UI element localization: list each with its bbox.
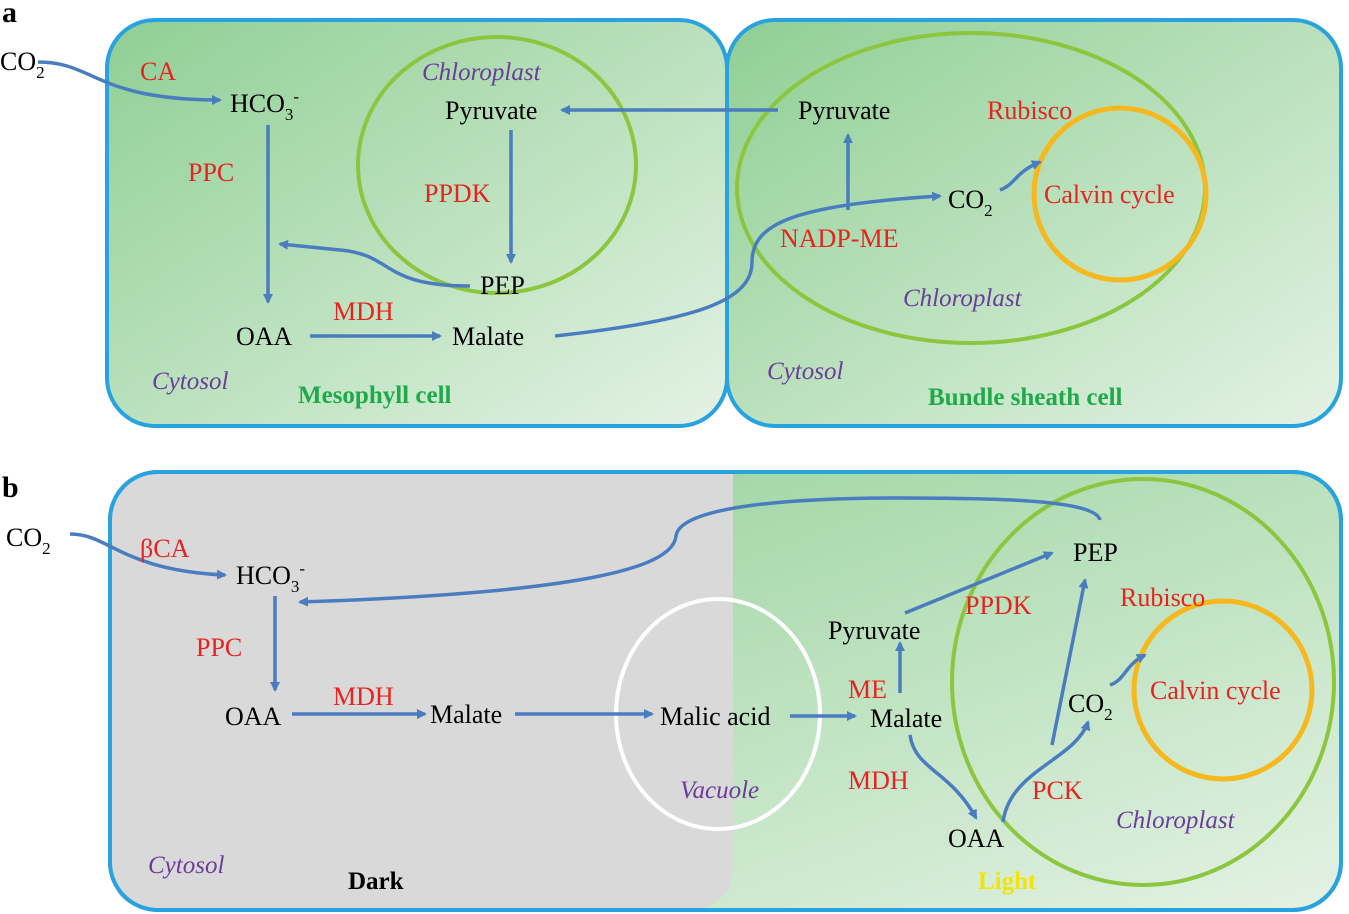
enzyme-rubisco-b: Rubisco xyxy=(1120,583,1205,612)
enzyme-mdh-right: MDH xyxy=(848,766,909,795)
co2-label-bundle: CO2 xyxy=(948,185,993,220)
chloroplast-label-bundle: Chloroplast xyxy=(903,285,1023,312)
enzyme-ppc-b: PPC xyxy=(196,633,242,662)
pyruvate-label-bundle: Pyruvate xyxy=(798,96,890,125)
arrow-malate-to-oaa xyxy=(908,734,978,820)
dark-label: Dark xyxy=(348,868,404,895)
oaa-label-a: OAA xyxy=(236,322,293,351)
cytosol-label-bundle: Cytosol xyxy=(767,358,843,385)
arrow-pep-to-hco3 xyxy=(298,496,1102,607)
enzyme-me: ME xyxy=(848,675,887,704)
mesophyll-cell-label: Mesophyll cell xyxy=(298,382,452,409)
light-label: Light xyxy=(978,868,1037,895)
co2-label-a: CO2 xyxy=(0,47,45,82)
arrow-co2-to-pep xyxy=(1050,578,1089,746)
enzyme-ca: CA xyxy=(140,57,176,86)
malic-acid-label: Malic acid xyxy=(660,702,770,731)
enzyme-ppc-a: PPC xyxy=(188,158,234,187)
calvin-cycle-circle-b xyxy=(1131,598,1315,782)
pep-label-b: PEP xyxy=(1073,538,1118,567)
panel-a-letter: a xyxy=(2,0,17,29)
arrow-co2-to-calvin xyxy=(999,160,1042,192)
cytosol-label-mesophyll: Cytosol xyxy=(152,368,228,395)
arrow-co2-to-hco3 xyxy=(37,60,222,105)
pyruvate-label-b: Pyruvate xyxy=(828,616,920,645)
cam-cell-border xyxy=(108,470,1343,912)
bundle-sheath-cell-label: Bundle sheath cell xyxy=(928,384,1123,411)
calvin-cycle-label-a: Calvin cycle xyxy=(1044,180,1175,209)
arrow-pyruvate-to-pep xyxy=(904,551,1054,615)
calvin-cycle-circle-a xyxy=(1031,105,1209,283)
pep-label-a: PEP xyxy=(480,271,525,300)
cytosol-label-b: Cytosol xyxy=(148,852,224,879)
chloroplast-label-b: Chloroplast xyxy=(1116,807,1236,834)
enzyme-rubisco-a: Rubisco xyxy=(987,96,1072,125)
arrow-co2-to-hco3-b xyxy=(69,532,227,580)
enzyme-bca: βCA xyxy=(140,534,190,563)
enzyme-nadp-me: NADP-ME xyxy=(780,224,898,253)
vacuole-label: Vacuole xyxy=(680,777,759,804)
arrow-co2-to-calvin-b xyxy=(1109,653,1147,687)
co2-label-b: CO2 xyxy=(6,523,51,558)
bundle-sheath-cell-box xyxy=(725,18,1343,428)
chloroplast-b xyxy=(950,477,1336,887)
hco3-label-a: HCO3- xyxy=(230,87,299,124)
panel-b-letter: b xyxy=(2,471,19,504)
enzyme-pck: PCK xyxy=(1032,776,1083,805)
mesophyll-chloroplast xyxy=(356,35,638,295)
enzyme-mdh-left: MDH xyxy=(333,682,394,711)
pyruvate-label-mesophyll: Pyruvate xyxy=(445,96,537,125)
malate-label-right: Malate xyxy=(870,704,942,733)
co2-label-chloroplast: CO2 xyxy=(1068,689,1113,724)
dark-region xyxy=(110,472,733,910)
oaa-label-left: OAA xyxy=(225,702,282,731)
calvin-cycle-label-b: Calvin cycle xyxy=(1150,676,1281,705)
arrow-pep-to-ppc xyxy=(278,239,471,288)
malate-label-left: Malate xyxy=(430,700,502,729)
hco3-label-b: HCO3- xyxy=(236,559,305,596)
arrow-oaa-to-co2 xyxy=(1001,720,1091,823)
mesophyll-cell-box xyxy=(105,18,729,428)
chloroplast-label-mesophyll: Chloroplast xyxy=(422,59,542,86)
enzyme-ppdk-a: PPDK xyxy=(424,179,491,208)
enzyme-mdh-a: MDH xyxy=(333,297,394,326)
malate-label-a: Malate xyxy=(452,322,524,351)
enzyme-ppdk-b: PPDK xyxy=(965,591,1032,620)
arrow-malate-to-co2 xyxy=(554,191,942,338)
oaa-label-right: OAA xyxy=(948,824,1005,853)
